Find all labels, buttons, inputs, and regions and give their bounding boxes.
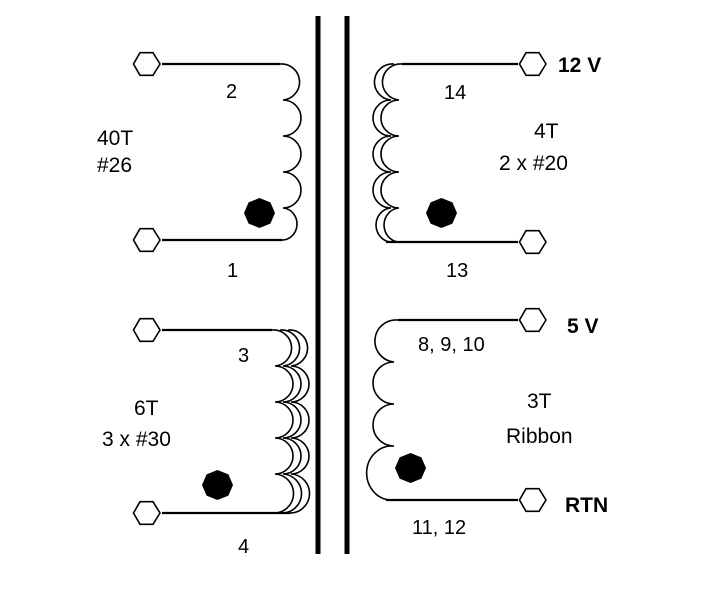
aux-coil-strand-3 (287, 329, 311, 514)
out5-wire-label: Ribbon (506, 425, 573, 448)
aux-coil-strand-1 (271, 329, 295, 514)
primary-terminal-2[interactable] (132, 51, 161, 77)
out12-wire-label: 2 x #20 (499, 152, 568, 175)
out12-voltage-label: 12 V (558, 54, 601, 77)
aux-terminal-3[interactable] (132, 317, 161, 343)
aux-wire-label: 3 x #30 (102, 428, 171, 451)
out5-terminal-5v[interactable] (518, 307, 547, 333)
aux-pin-top-label: 3 (238, 345, 249, 367)
aux-terminal-4[interactable] (132, 500, 161, 526)
out5-coil (365, 319, 399, 501)
out12-turns-label: 4T (534, 120, 559, 143)
aux-turns-label: 6T (134, 397, 159, 420)
out5-terminal-rtn[interactable] (518, 487, 547, 513)
out5-pin-bottom-label: 11, 12 (412, 517, 466, 539)
out5-return-label: RTN (565, 494, 608, 517)
out5-voltage-label: 5 V (567, 315, 599, 338)
primary-pin-bottom-label: 1 (227, 260, 238, 282)
out12-pin-top-label: 14 (444, 82, 466, 104)
out5-winding (365, 307, 547, 513)
out12-coil-strand-1 (380, 63, 403, 243)
out12-polarity-dot (426, 198, 457, 228)
primary-polarity-dot (244, 198, 275, 228)
primary-terminal-1[interactable] (132, 227, 161, 253)
out12-terminal-14[interactable] (518, 51, 547, 77)
primary-wire-label: #26 (97, 154, 132, 177)
aux-winding (132, 317, 311, 526)
primary-winding (132, 51, 302, 253)
primary-turns-label: 40T (97, 127, 133, 150)
out5-polarity-dot (395, 453, 426, 483)
out5-pin-top-label: 8, 9, 10 (418, 334, 485, 356)
out5-turns-label: 3T (527, 390, 552, 413)
aux-pin-bottom-label: 4 (238, 536, 249, 558)
primary-coil (279, 63, 302, 241)
out12-coil-strand-2 (372, 63, 395, 243)
out12-terminal-13[interactable] (518, 229, 547, 255)
aux-coil-strand-2 (279, 329, 303, 514)
aux-polarity-dot (202, 470, 233, 500)
out12-winding (372, 51, 547, 255)
primary-pin-top-label: 2 (226, 81, 237, 103)
out12-pin-bottom-label: 13 (446, 260, 468, 282)
